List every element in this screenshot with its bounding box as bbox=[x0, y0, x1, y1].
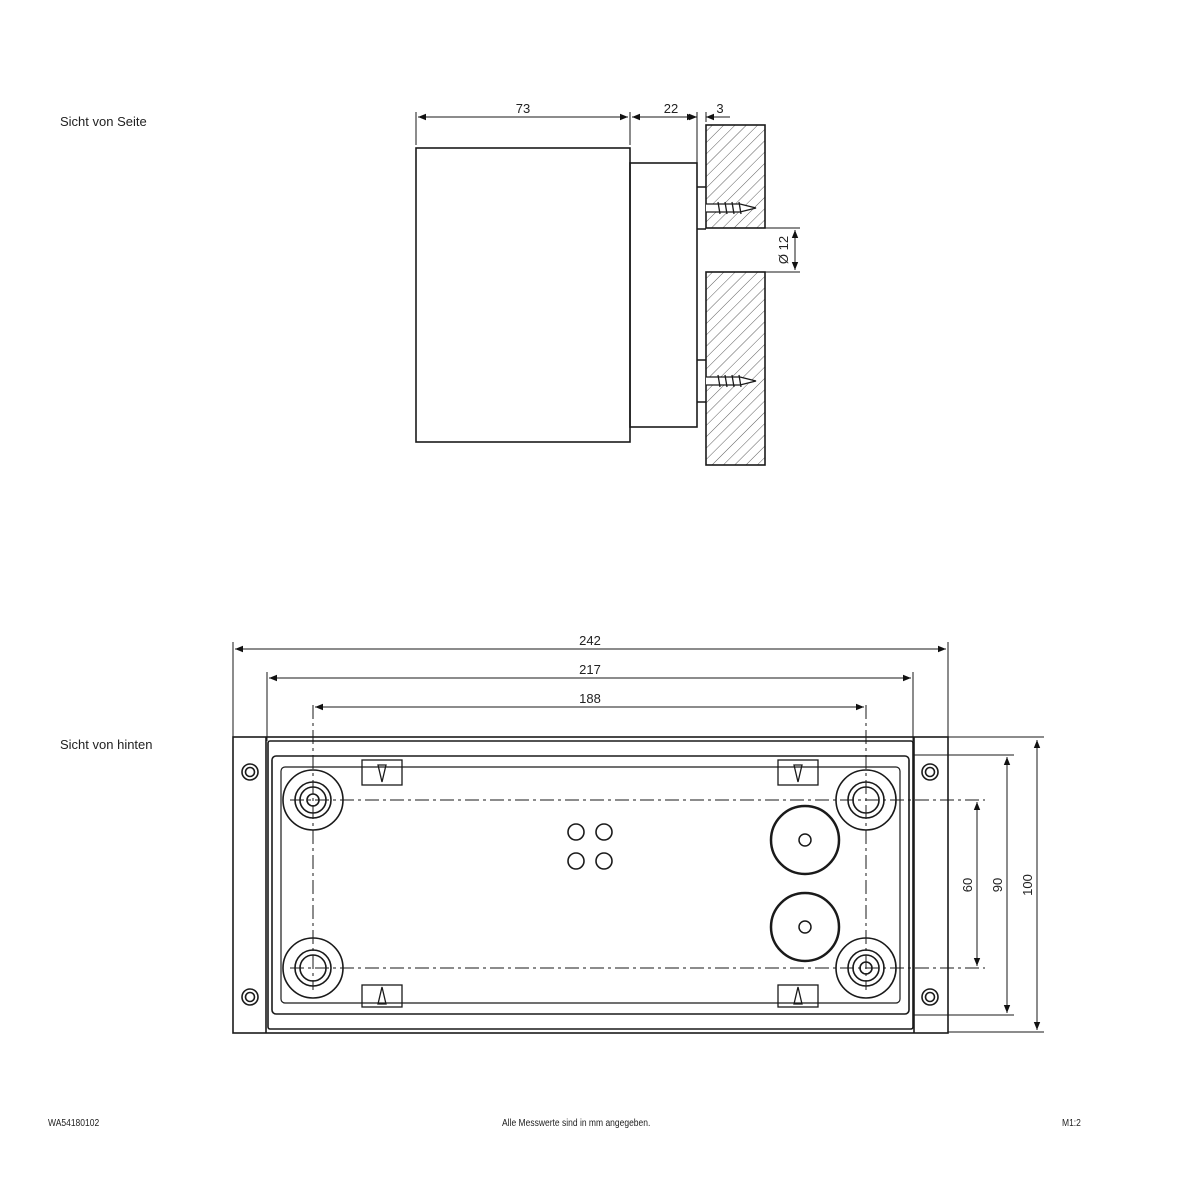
luminaire-rear-body bbox=[629, 162, 698, 428]
small-holes bbox=[567, 823, 613, 870]
screw-upper bbox=[706, 201, 757, 215]
back-view bbox=[232, 642, 1044, 1034]
article-number: WA54180102 bbox=[48, 1118, 100, 1129]
side-view bbox=[415, 112, 800, 466]
luminaire-front-body bbox=[415, 147, 631, 443]
dim-217: 217 bbox=[579, 662, 601, 677]
screw-bosses bbox=[282, 769, 897, 999]
cable-entries bbox=[769, 804, 841, 963]
side-view-label: Sicht von Seite bbox=[60, 114, 147, 129]
scale: M1:2 bbox=[1062, 1118, 1081, 1129]
dim-73: 73 bbox=[516, 101, 530, 116]
dim-188: 188 bbox=[579, 691, 601, 706]
housing-outline bbox=[232, 736, 949, 1034]
dim-90: 90 bbox=[990, 878, 1005, 892]
mounting-holes bbox=[241, 763, 939, 1006]
dim-3: 3 bbox=[716, 101, 723, 116]
mounting-plate bbox=[697, 186, 706, 403]
back-view-label: Sicht von hinten bbox=[60, 737, 153, 752]
dim-242: 242 bbox=[579, 633, 601, 648]
clips bbox=[361, 759, 819, 1008]
dim-60: 60 bbox=[960, 878, 975, 892]
dim-100: 100 bbox=[1020, 874, 1035, 896]
units-note: Alle Messwerte sind in mm angegeben. bbox=[502, 1118, 651, 1129]
center-lines bbox=[290, 705, 985, 990]
screw-lower bbox=[706, 374, 757, 388]
dim-22: 22 bbox=[664, 101, 678, 116]
wall-lower bbox=[705, 271, 766, 466]
dim-hole-diameter: Ø 12 bbox=[776, 236, 791, 264]
